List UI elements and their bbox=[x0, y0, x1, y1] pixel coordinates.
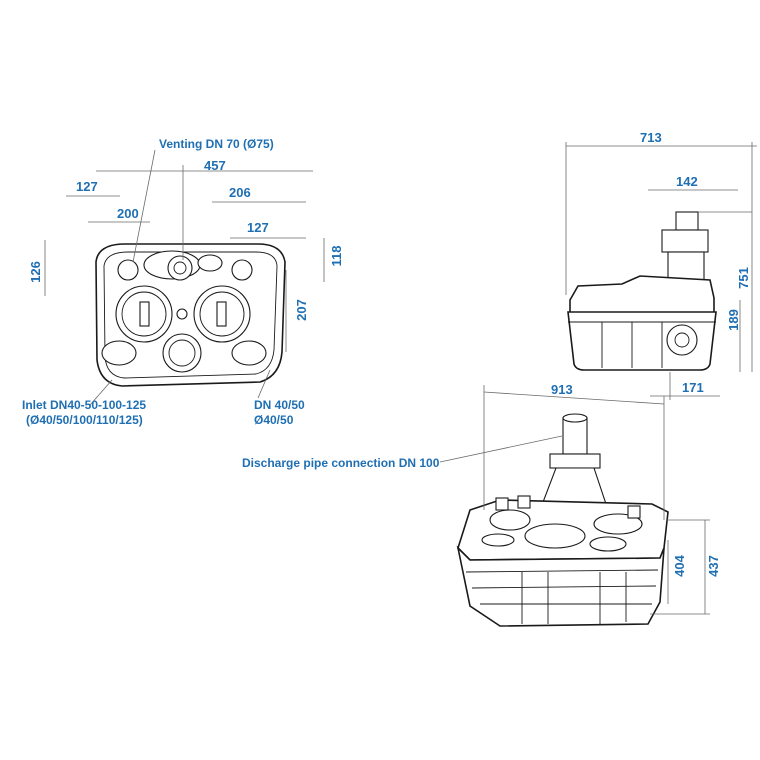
dim-200: 200 bbox=[117, 206, 139, 221]
side-outlet bbox=[666, 324, 698, 356]
top-cover-right-slot bbox=[216, 301, 227, 327]
iso-flange bbox=[549, 453, 601, 469]
top-discharge-flange bbox=[167, 255, 193, 281]
iso-stub-1 bbox=[495, 497, 509, 511]
leader-inlet bbox=[89, 379, 113, 406]
iso-cover-right bbox=[593, 513, 643, 535]
leader-venting bbox=[132, 149, 156, 263]
iso-pipe bbox=[562, 417, 588, 455]
dim-913-line bbox=[483, 391, 665, 405]
side-view: 713 142 751 189 171 bbox=[565, 130, 757, 400]
top-cover-right-inner bbox=[199, 291, 245, 337]
dim-171: 171 bbox=[682, 380, 704, 395]
dim-913: 913 bbox=[551, 382, 573, 397]
dim-126: 126 bbox=[28, 261, 43, 283]
iso-stub-3 bbox=[627, 505, 641, 519]
side-pipe-top bbox=[675, 211, 699, 231]
dim-142: 142 bbox=[676, 174, 698, 189]
label-inlet-line2: (Ø40/50/100/110/125) bbox=[26, 413, 143, 427]
dim-127a: 127 bbox=[76, 179, 98, 194]
iso-pipe-top bbox=[562, 413, 588, 423]
dim-751: 751 bbox=[736, 267, 751, 289]
iso-cover-center bbox=[524, 523, 586, 549]
dim-404: 404 bbox=[672, 554, 687, 576]
leader-dn4050 bbox=[257, 369, 271, 399]
top-discharge-bore bbox=[173, 261, 187, 275]
iso-inlet-front-right bbox=[589, 536, 627, 552]
label-dn4050-line2: Ø40/50 bbox=[254, 413, 294, 427]
top-corner-inlet-right bbox=[231, 259, 253, 281]
top-pump-cover-inner bbox=[168, 339, 196, 367]
iso-cover-left bbox=[489, 509, 531, 531]
iso-body-band-1 bbox=[465, 569, 659, 573]
leader-discharge bbox=[439, 435, 563, 463]
top-vent-port bbox=[197, 254, 223, 272]
label-dn4050-line1: DN 40/50 bbox=[254, 398, 305, 412]
iso-inlet-front-left bbox=[481, 533, 515, 547]
top-cover-left-slot bbox=[139, 301, 150, 327]
top-view: 457 127 200 206 127 126 118 207 Venting … bbox=[22, 137, 344, 427]
dim-457: 457 bbox=[204, 158, 226, 173]
top-corner-inlet-left bbox=[117, 259, 139, 281]
label-inlet-line1: Inlet DN40-50-100-125 bbox=[22, 398, 146, 412]
top-inlet-bottom-left bbox=[101, 340, 137, 366]
iso-view: 913 404 437 Discharge pipe connection DN… bbox=[242, 382, 721, 627]
dim-206: 206 bbox=[229, 185, 251, 200]
dim-189: 189 bbox=[726, 309, 741, 331]
top-cover-left-inner bbox=[121, 291, 167, 337]
top-view-inner-rim bbox=[103, 251, 278, 379]
dim-118: 118 bbox=[329, 246, 344, 267]
iso-stub-2 bbox=[517, 495, 531, 509]
top-center-boss bbox=[176, 308, 188, 320]
side-flange bbox=[661, 229, 709, 253]
label-discharge: Discharge pipe connection DN 100 bbox=[242, 456, 440, 470]
iso-body-band-2 bbox=[471, 585, 657, 589]
dim-713: 713 bbox=[640, 130, 662, 145]
dim-437: 437 bbox=[706, 555, 721, 577]
side-outlet-bore bbox=[674, 332, 690, 348]
dim-207: 207 bbox=[294, 299, 309, 321]
top-inlet-bottom-right bbox=[231, 340, 267, 366]
dim-127b: 127 bbox=[247, 220, 269, 235]
label-venting: Venting DN 70 (Ø75) bbox=[159, 137, 274, 151]
